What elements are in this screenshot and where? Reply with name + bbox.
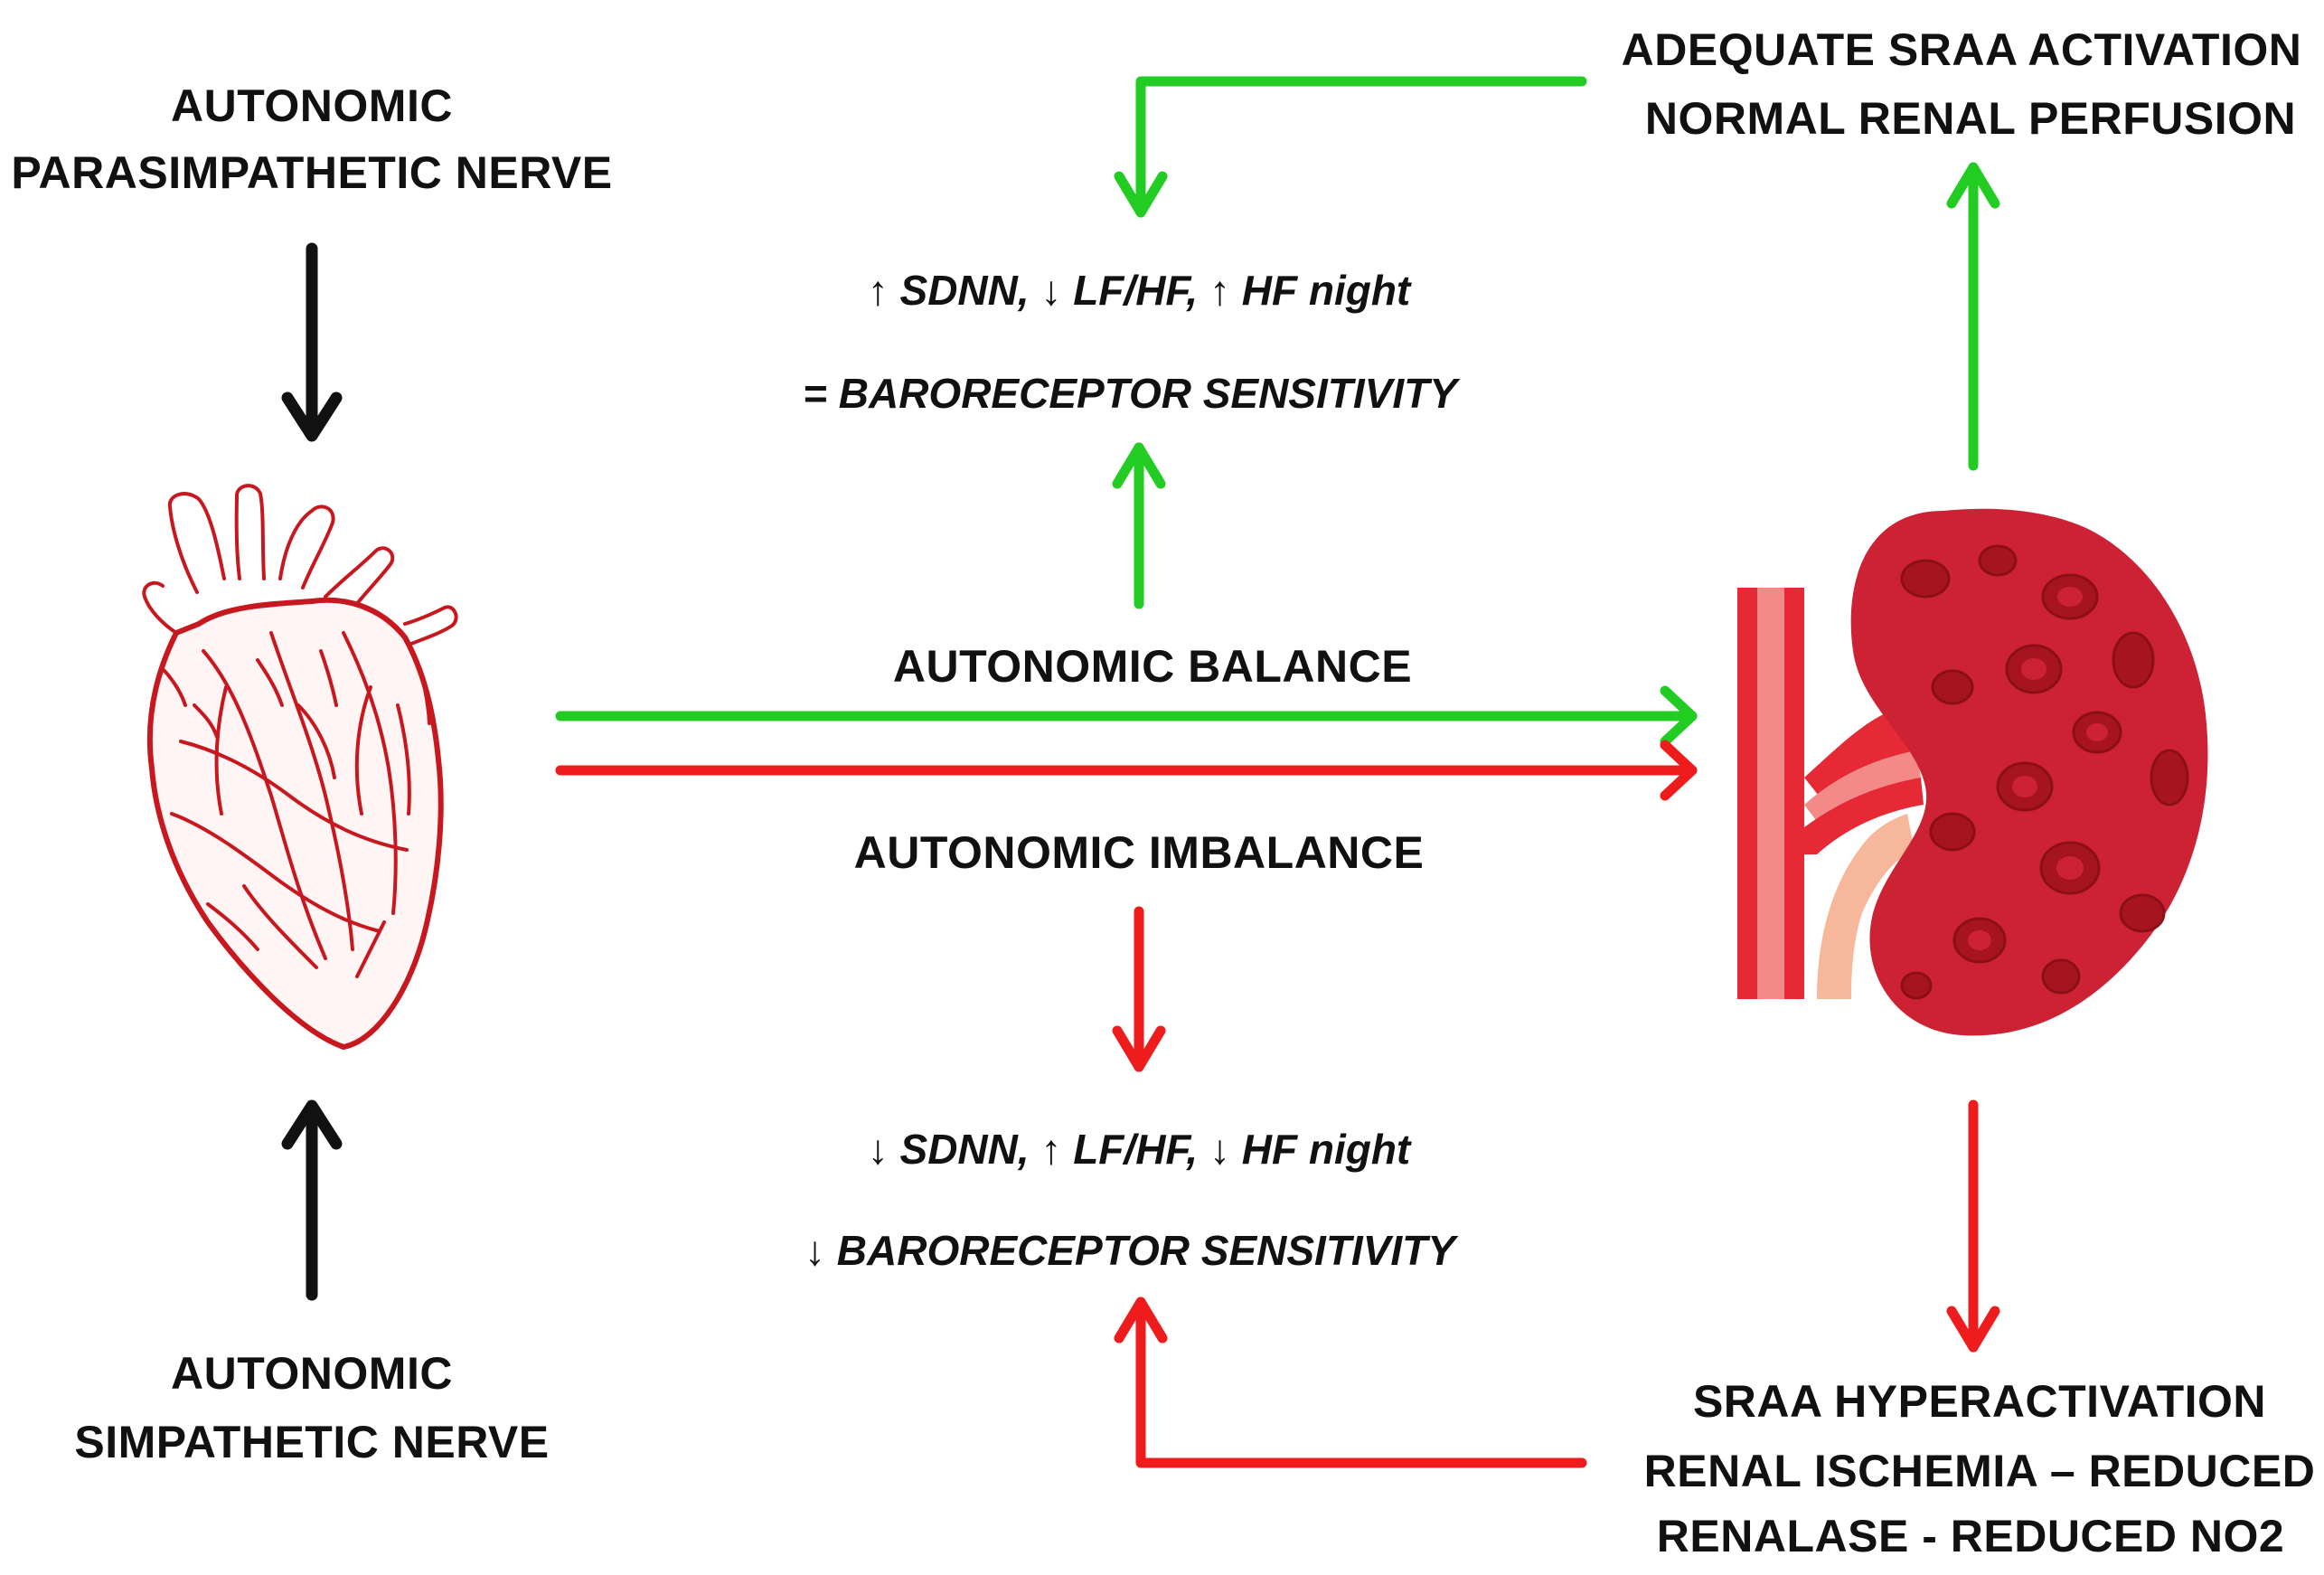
- renal-good-line1: ADEQUATE SRAA ACTIVATION: [1621, 24, 2302, 75]
- imbalance-arrow: [555, 740, 1698, 801]
- renal-bad-line3: RENALASE - REDUCED NO2: [1656, 1511, 2285, 1561]
- sympathetic-arrow: [281, 1099, 343, 1301]
- kidney-icon: [1737, 508, 2208, 1036]
- imbalance-to-metrics-arrow: [1112, 906, 1166, 1072]
- sympathetic-label-line2: SIMPATHETIC NERVE: [74, 1417, 550, 1467]
- renal-bad-feedback-arrow: [1114, 1297, 1587, 1468]
- balance-hrv-metrics: ↑ SDNN, ↓ LF/HF, ↑ HF night: [867, 267, 1411, 314]
- parasympathetic-label-line1: AUTONOMIC: [171, 80, 453, 131]
- balance-to-metrics-arrow: [1112, 442, 1166, 609]
- renal-good-line2: NORMAL RENAL PERFUSION: [1644, 93, 2297, 144]
- renal-good-feedback-arrow: [1114, 76, 1587, 218]
- renal-bad-line1: SRAA HYPERACTIVATION: [1692, 1376, 2267, 1427]
- anatomical-heart-icon: [142, 484, 458, 1050]
- kidney-to-renal-good-arrow: [1946, 162, 2000, 471]
- parasympathetic-label-line2: PARASIMPATHETIC NERVE: [11, 147, 613, 198]
- autonomic-balance-label: AUTONOMIC BALANCE: [892, 641, 1413, 692]
- renal-bad-line2: RENAL ISCHEMIA – REDUCED: [1643, 1446, 2316, 1496]
- balance-arrow: [555, 685, 1698, 747]
- sympathetic-label-line1: AUTONOMIC: [171, 1348, 453, 1399]
- autonomic-imbalance-label: AUTONOMIC IMBALANCE: [853, 827, 1425, 878]
- imbalance-hrv-metrics: ↓ SDNN, ↑ LF/HF, ↓ HF night: [867, 1126, 1411, 1173]
- parasympathetic-arrow: [281, 242, 343, 442]
- kidney-to-renal-bad-arrow: [1946, 1099, 2000, 1353]
- imbalance-baroreceptor-sensitivity: ↓ BARORECEPTOR SENSITIVITY: [804, 1227, 1455, 1274]
- balance-baroreceptor-sensitivity: = BARORECEPTOR SENSITIVITY: [803, 370, 1457, 417]
